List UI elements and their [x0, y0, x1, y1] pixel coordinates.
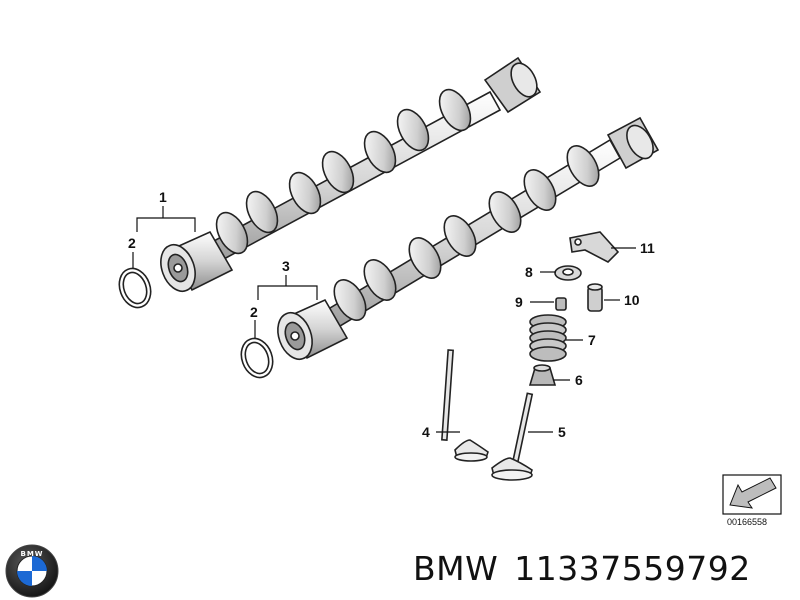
brand-name: BMW [413, 549, 499, 588]
seal-ring-lower [240, 337, 274, 379]
lower-cam-lobes [333, 145, 600, 321]
lower-camshaft [277, 116, 660, 361]
callout-5: 5 [558, 424, 566, 440]
upper-camshaft [160, 56, 542, 293]
upper-camshaft-adjuster [160, 230, 234, 293]
lower-camshaft-adjuster [277, 298, 349, 361]
callout-7: 7 [588, 332, 596, 348]
arrow-icon [729, 477, 777, 509]
logo-text: BMW [20, 550, 43, 558]
bmw-logo-icon: BMW [5, 544, 59, 598]
valve-stem-seal [528, 364, 557, 386]
upper-cam-lobes [215, 88, 472, 255]
callout-2-upper: 2 [128, 235, 136, 251]
doc-number: 00166558 [727, 517, 767, 527]
callout-4: 4 [422, 424, 430, 440]
part-number: 11337559792 [514, 549, 751, 588]
callout-6: 6 [575, 372, 583, 388]
valve-spring [529, 314, 567, 362]
upper-camshaft-end-flange [483, 56, 542, 114]
callout-11: 11 [640, 240, 655, 256]
lower-camshaft-end-flange [606, 116, 660, 170]
leader-lines [132, 206, 636, 433]
intake-valve [441, 349, 489, 462]
part-number-caption: BMW 11337559792 [413, 549, 751, 588]
callout-9: 9 [515, 294, 523, 310]
callout-10: 10 [624, 292, 640, 308]
valve-keeper [555, 297, 567, 311]
callout-2-lower: 2 [250, 304, 258, 320]
callouts: 1 2 3 2 4 5 6 7 8 9 10 11 [128, 189, 655, 440]
doc-reference-box: 00166558 [722, 474, 782, 527]
rocker-arm [569, 231, 620, 263]
callout-1: 1 [159, 189, 167, 205]
spring-retainer-washer [554, 265, 582, 281]
callout-8: 8 [525, 264, 533, 280]
hydraulic-lash-adjuster [587, 283, 603, 312]
seal-ring-upper [118, 267, 152, 309]
callout-3: 3 [282, 258, 290, 274]
exhaust-valve [491, 392, 534, 481]
